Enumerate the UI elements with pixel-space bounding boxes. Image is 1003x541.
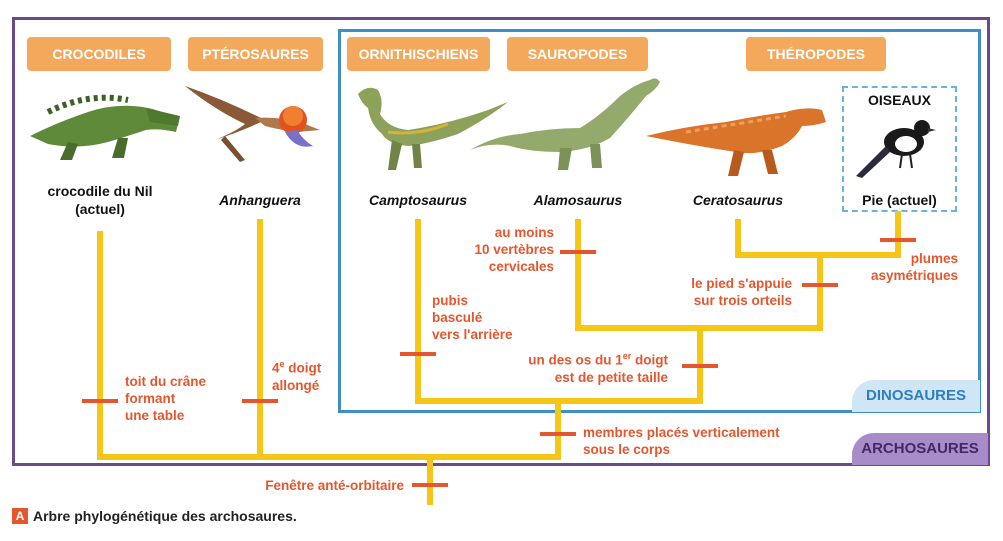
group-sauropodes: SAUROPODES bbox=[507, 37, 648, 71]
oiseaux-label: OISEAUX bbox=[867, 92, 931, 108]
trait-membres-line2: sous le corps bbox=[583, 442, 671, 457]
camptosaurus-icon bbox=[358, 87, 508, 170]
trait-plumes: plumes asymétriques bbox=[850, 250, 958, 284]
trait-os-1er-doigt: un des os du 1er doigt est de petite tai… bbox=[500, 348, 668, 386]
dinosaures-frame bbox=[338, 29, 981, 413]
group-ornithischiens: ORNITHISCHIENS bbox=[347, 37, 490, 71]
trait-os1-text: un des os du 1 bbox=[528, 352, 623, 368]
trait-crane-line3: une table bbox=[125, 408, 185, 423]
species-alamosaurus: Alamosaurus bbox=[533, 192, 623, 208]
trait-pubis-line3: vers l'arrière bbox=[432, 327, 513, 342]
sauropod-icon bbox=[470, 78, 660, 170]
trait-vertebres: au moins 10 vertèbres cervicales bbox=[444, 224, 554, 275]
trait-os1-word: doigt bbox=[631, 352, 668, 368]
trait-pubis: pubis basculé vers l'arrière bbox=[432, 292, 513, 343]
trait-os1-line2: est de petite taille bbox=[554, 369, 668, 385]
species-crocodile-line2: (actuel) bbox=[75, 201, 125, 217]
species-camptosaurus: Camptosaurus bbox=[368, 192, 468, 208]
trait-os1-line1: un des os du 1er doigt bbox=[500, 348, 668, 369]
trait-membres: membres placés verticalement sous le cor… bbox=[583, 424, 780, 458]
trait-crane-line1: toit du crâne bbox=[125, 374, 207, 389]
trait-doigt4-line2: allongé bbox=[272, 377, 320, 393]
trait-4e-doigt: 4e doigt allongé bbox=[272, 356, 321, 394]
trait-pied-line1: le pied s'appuie bbox=[691, 276, 792, 291]
trait-pied: le pied s'appuie sur trois orteils bbox=[668, 275, 792, 309]
trait-pubis-line2: basculé bbox=[432, 310, 483, 325]
trait-vertebres-line3: cervicales bbox=[488, 259, 554, 274]
caption-badge: A bbox=[12, 508, 28, 524]
crocodile-icon bbox=[30, 94, 180, 160]
trait-membres-line1: membres placés verticalement bbox=[583, 425, 780, 440]
species-anhanguera: Anhanguera bbox=[219, 192, 301, 208]
species-pie: Pie (actuel) bbox=[862, 192, 937, 208]
group-crocodiles: CROCODILES bbox=[27, 37, 171, 71]
trait-crane-line2: formant bbox=[125, 391, 176, 406]
trait-os1-sup: er bbox=[622, 351, 632, 361]
trait-doigt4-line1: 4e doigt bbox=[272, 356, 321, 377]
figure-caption: A Arbre phylogénétique des archosaures. bbox=[12, 508, 297, 524]
archosaures-frame bbox=[12, 17, 990, 466]
archosaures-label: ARCHOSAURES bbox=[852, 433, 988, 465]
species-crocodile-line1: crocodile du Nil bbox=[47, 183, 153, 199]
trait-doigt4-sup: e bbox=[279, 359, 285, 369]
trait-vertebres-line1: au moins bbox=[494, 225, 554, 240]
dinosaures-label: DINOSAURES bbox=[852, 380, 980, 412]
trait-doigt4-number: 4 bbox=[272, 360, 280, 376]
trait-plumes-line2: asymétriques bbox=[870, 268, 958, 283]
trait-vertebres-line2: 10 vertèbres bbox=[474, 242, 554, 257]
magpie-icon bbox=[856, 120, 936, 178]
trait-doigt4-word: doigt bbox=[284, 360, 322, 376]
group-theropodes: THÉROPODES bbox=[746, 37, 886, 71]
ceratosaurus-icon bbox=[646, 108, 826, 176]
trait-fenetre: Fenêtre anté-orbitaire bbox=[265, 478, 404, 493]
species-crocodile: crocodile du Nil (actuel) bbox=[30, 182, 170, 218]
pterosaur-icon bbox=[185, 86, 320, 162]
caption-text: Arbre phylogénétique des archosaures. bbox=[33, 508, 297, 524]
trait-toit-du-crane: toit du crâne formant une table bbox=[125, 373, 206, 424]
group-pterosaures: PTÉROSAURES bbox=[188, 37, 323, 71]
trait-pied-line2: sur trois orteils bbox=[693, 293, 792, 308]
species-ceratosaurus: Ceratosaurus bbox=[692, 192, 784, 208]
trait-plumes-line1: plumes bbox=[910, 251, 958, 266]
trait-pubis-line1: pubis bbox=[432, 293, 468, 308]
